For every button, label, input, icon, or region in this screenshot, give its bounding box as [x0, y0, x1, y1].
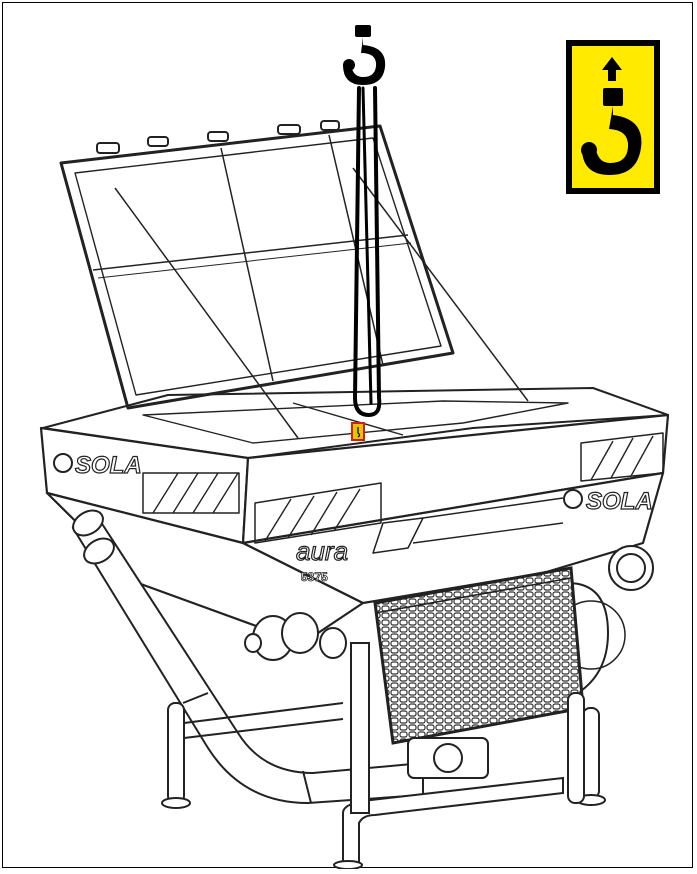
- model-logo: aura 5375: [295, 535, 348, 584]
- metering-outlets: [244, 612, 347, 661]
- crane-hook-icon: [343, 25, 386, 85]
- support-frame: [161, 642, 606, 870]
- brand-left-text: SOLA: [75, 452, 142, 479]
- hopper-body: [39, 387, 670, 645]
- lifting-hook-icon: [581, 57, 642, 175]
- lifting-point-warning-sign: [566, 40, 660, 194]
- lifting-sling: [352, 86, 382, 418]
- model-name-text: aura: [296, 536, 348, 566]
- brand-right-text: SOLA: [586, 488, 653, 515]
- brand-logo-left: SOLA: [53, 451, 142, 480]
- lifting-point-sticker: [351, 422, 365, 441]
- hopper-lifting-diagram: SOLA SOLA aura 5375: [39, 25, 670, 870]
- model-suffix-text: 5375: [301, 570, 328, 584]
- brand-logo-right: SOLA: [563, 487, 653, 516]
- delivery-pipe: [71, 509, 424, 805]
